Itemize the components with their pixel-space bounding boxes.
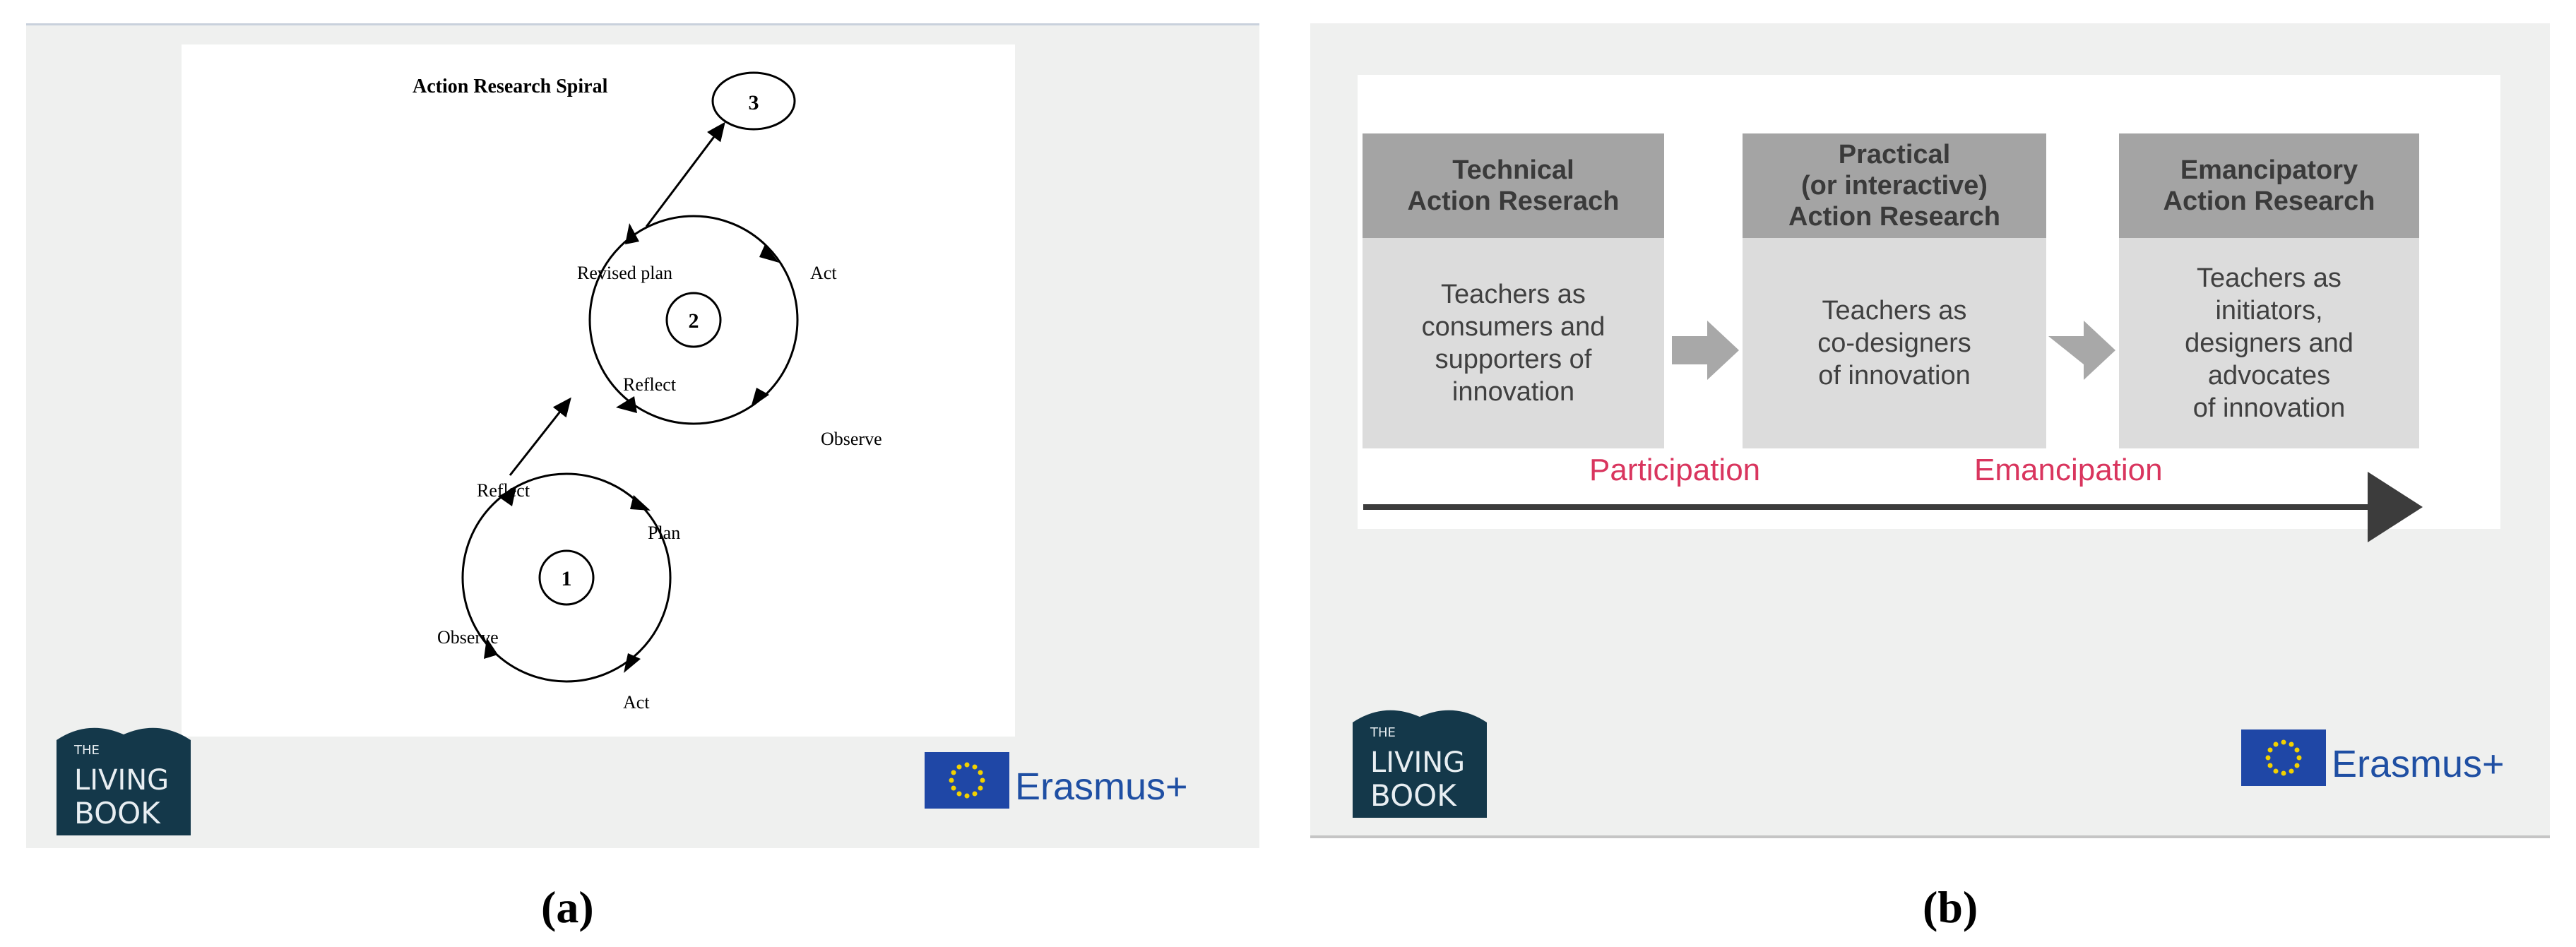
svg-text:BOOK: BOOK: [74, 796, 161, 830]
erasmus-logo: Erasmus+: [925, 752, 1188, 812]
panel-a-top-rule: [26, 23, 1259, 25]
caption-b: (b): [1923, 882, 1978, 932]
living-book-logo: THE LIVING BOOK: [1353, 710, 1487, 818]
cycle-2-center: [665, 292, 722, 348]
stage-2-header: Practical (or interactive) Action Resear…: [1743, 133, 2046, 238]
book-shape-icon: [57, 727, 191, 835]
cycle-1-center: [538, 549, 595, 606]
cycle-1-label-reflect: Reflect: [477, 480, 530, 501]
stage-1-to-2-arrow-icon: [1672, 321, 1739, 380]
erasmus-wordmark: Erasmus+: [1015, 766, 1188, 808]
erasmus-logo: Erasmus+: [2241, 729, 2505, 790]
cycle-2-label-revised-plan: Revised plan: [577, 263, 672, 283]
stage-3-header: Emancipatory Action Research: [2119, 133, 2419, 238]
typology-diagram-canvas: Technical Action Reserach Teachers as co…: [1358, 75, 2500, 542]
svg-text:THE: THE: [73, 743, 100, 758]
panel-b-bottom-rule: [1310, 835, 2550, 838]
cycle-2-label-observe: Observe: [821, 429, 882, 449]
cycle-2-arrow-right: [759, 244, 779, 263]
cycle-2-arrow-bottom: [751, 388, 769, 407]
stage-2-to-3-arrow-icon: [2048, 321, 2115, 380]
axis-label-emancipation: Emancipation: [1974, 453, 2163, 487]
cycle-1-arrow-right: [630, 495, 651, 511]
stage-1-header: Technical Action Reserach: [1363, 133, 1664, 238]
cycle-3-number: 3: [749, 91, 759, 114]
svg-text:LIVING: LIVING: [74, 764, 169, 797]
caption-a: (a): [541, 882, 594, 932]
axis-label-participation: Participation: [1589, 453, 1761, 487]
cycle-1-arrow-bottom: [624, 653, 641, 673]
spiral-title: Action Research Spiral: [412, 76, 608, 97]
svg-text:LIVING: LIVING: [1370, 746, 1465, 779]
eu-flag-icon: [2241, 729, 2326, 786]
cycle-1-ring: [461, 472, 672, 683]
spiral-diagram-canvas: Action Research Spiral 3 2 Revised plan …: [182, 44, 1015, 737]
cycle-1-arrow-left: [484, 638, 498, 659]
cycle-2-label-act: Act: [810, 263, 837, 283]
progression-arrow-icon: [1363, 472, 2423, 542]
svg-text:BOOK: BOOK: [1370, 778, 1457, 813]
erasmus-wordmark: Erasmus+: [2332, 743, 2505, 785]
cycle-1-number: 1: [562, 567, 572, 590]
eu-flag-icon: [925, 752, 1009, 809]
book-shape-icon: [1353, 710, 1487, 818]
cycle-3-ellipse: [711, 71, 796, 131]
stage-1-body: Teachers as consumers and supporters of …: [1363, 238, 1664, 448]
cycle-2-arrow-left: [616, 396, 637, 413]
cycle-1-label-act: Act: [623, 692, 650, 713]
cycle-2-ring: [588, 215, 799, 425]
stage-3-body: Teachers as initiators, designers and ad…: [2119, 238, 2419, 448]
cycle-2-number: 2: [689, 309, 699, 333]
action-research-spiral: Action Research Spiral 3 2 Revised plan …: [412, 71, 882, 713]
panel-b: Technical Action Reserach Teachers as co…: [1310, 23, 2550, 835]
cycle-2-label-reflect: Reflect: [623, 374, 677, 395]
svg-text:THE: THE: [1370, 725, 1396, 740]
connector-1-to-2: [509, 397, 571, 476]
cycle-1-label-plan: Plan: [648, 523, 680, 543]
connector-2-to-3: [645, 121, 725, 227]
panel-a: Action Research Spiral 3 2 Revised plan …: [26, 23, 1259, 848]
living-book-logo: THE LIVING BOOK: [57, 727, 191, 835]
cycle-1-label-observe: Observe: [437, 627, 499, 648]
cycle-1-arrow-top: [498, 487, 516, 506]
stage-2-body: Teachers as co-designers of innovation: [1743, 238, 2046, 448]
cycle-2-arrow-top: [625, 223, 639, 244]
